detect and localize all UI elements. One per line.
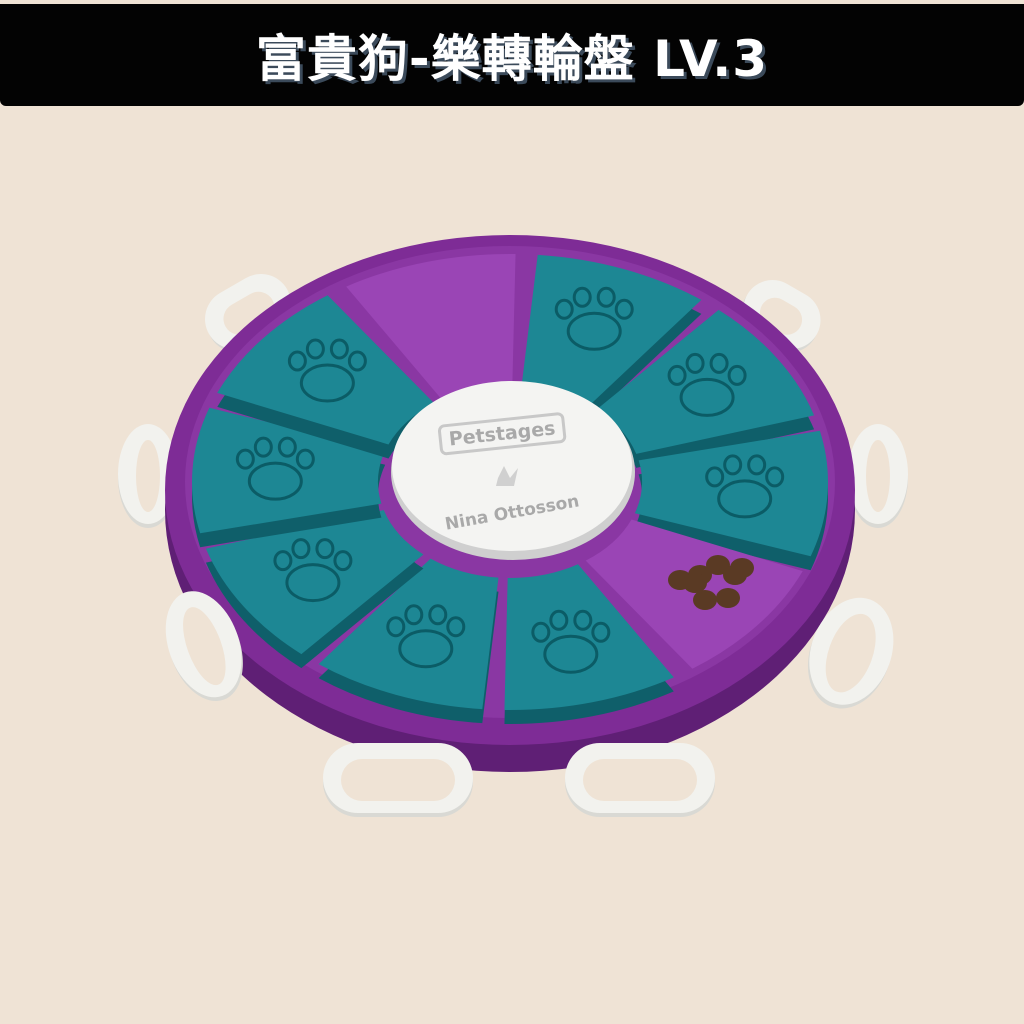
paw-toe-icon — [295, 448, 315, 470]
paw-icon — [679, 377, 735, 417]
paw-toe-icon — [291, 538, 311, 560]
handle — [323, 743, 473, 817]
paw-toe-icon — [273, 550, 293, 572]
paw-toe-icon — [596, 286, 616, 308]
paw-toe-icon — [723, 454, 743, 476]
paw-toe-icon — [549, 609, 569, 631]
treat-tile — [596, 309, 815, 454]
paw-icon — [717, 479, 773, 519]
paw-toe-icon — [614, 298, 634, 320]
paw-toe-icon — [572, 286, 592, 308]
handle-hole — [136, 440, 160, 512]
kibble — [706, 555, 730, 575]
paw-toe-icon — [591, 621, 611, 643]
paw-icon — [285, 563, 341, 603]
paw-toe-icon — [727, 364, 747, 386]
handle-hole — [866, 440, 890, 512]
paw-toe-icon — [709, 352, 729, 374]
handle — [118, 424, 178, 528]
paw-toe-icon — [705, 466, 725, 488]
handle — [165, 591, 243, 702]
handle-hole — [183, 607, 226, 686]
paw-toe-icon — [404, 604, 424, 626]
center-dog-emboss — [496, 466, 518, 486]
handle-hole — [341, 759, 455, 801]
paw-toe-icon — [315, 538, 335, 560]
treat-tile — [504, 564, 674, 710]
kibble — [730, 558, 754, 578]
paw-toe-icon — [329, 338, 349, 360]
paw-toe-icon — [765, 466, 785, 488]
center-logo-emboss — [437, 412, 567, 456]
kibble — [683, 573, 707, 593]
paw-toe-icon — [573, 609, 593, 631]
paw-toe-icon — [347, 350, 367, 372]
paw-toe-icon — [235, 448, 255, 470]
banner-title: 富貴狗-樂轉輪盤 LV.3 — [255, 30, 769, 88]
handles-front — [165, 591, 894, 817]
handle-hole — [583, 759, 697, 801]
center-disc — [392, 381, 632, 551]
handle — [565, 743, 715, 817]
paw-toe-icon — [428, 604, 448, 626]
segments — [191, 254, 828, 724]
open-compartment-with-kibble — [585, 519, 803, 669]
paw-toe-icon — [386, 616, 406, 638]
handle — [848, 424, 908, 528]
paw-toe-icon — [446, 616, 466, 638]
paw-toe-icon — [667, 364, 687, 386]
title-banner: 富貴狗-樂轉輪盤 LV.3 — [0, 4, 1024, 106]
treat-tile — [217, 295, 435, 445]
paw-icon — [398, 629, 454, 669]
treat-tile — [205, 510, 424, 655]
kibble — [693, 590, 717, 610]
paw-icon — [247, 461, 303, 501]
paw-toe-icon — [531, 621, 551, 643]
paw-toe-icon — [685, 352, 705, 374]
paw-icon — [299, 363, 355, 403]
treat-tile — [521, 254, 702, 406]
treat-tile — [634, 430, 828, 557]
open-compartment — [346, 254, 516, 400]
paw-toe-icon — [305, 338, 325, 360]
handle-hole — [825, 613, 876, 693]
paw-toe-icon — [333, 550, 353, 572]
paw-icon — [543, 634, 599, 674]
paw-toe-icon — [277, 436, 297, 458]
paw-toe-icon — [287, 350, 307, 372]
paw-toe-icon — [554, 298, 574, 320]
paw-toe-icon — [253, 436, 273, 458]
kibble — [716, 588, 740, 608]
handle — [807, 597, 894, 709]
paw-toe-icon — [747, 454, 767, 476]
paw-icon — [566, 311, 622, 351]
